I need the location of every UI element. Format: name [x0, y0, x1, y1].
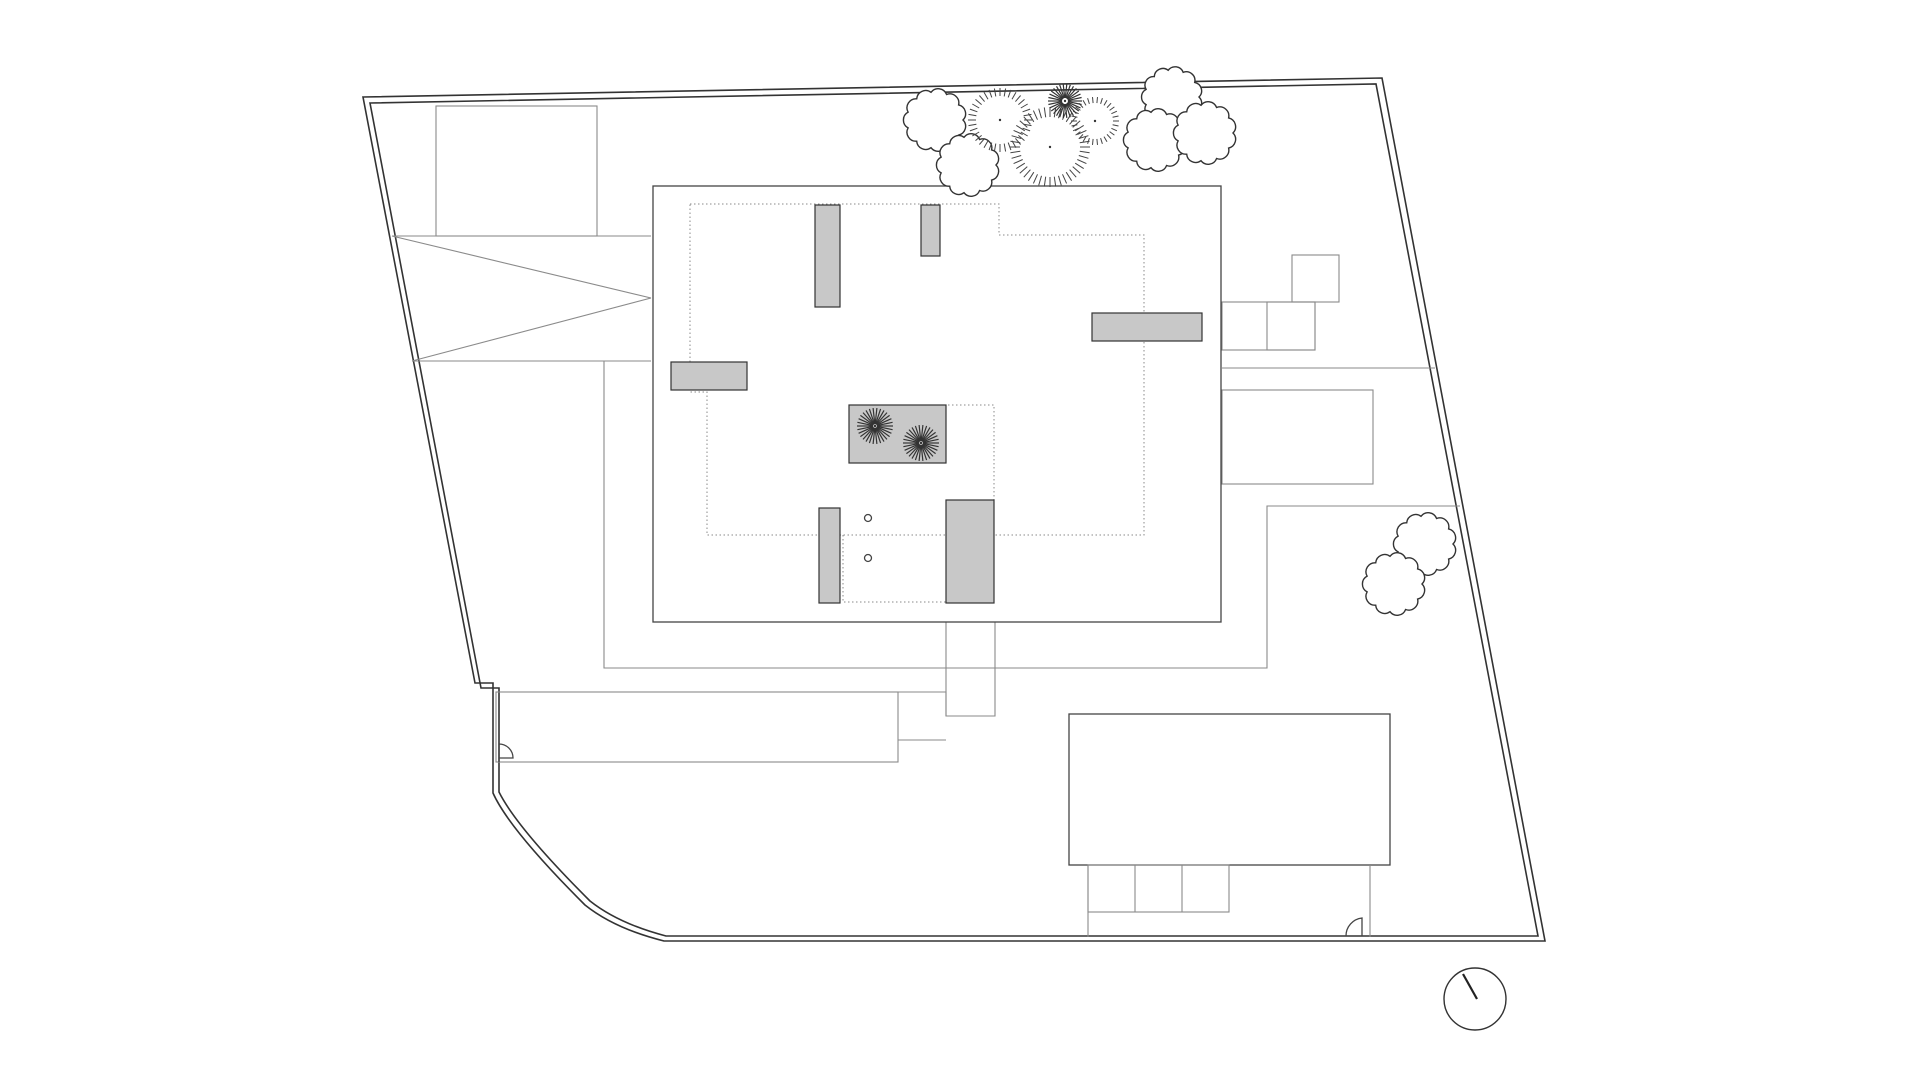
tree-icon — [1172, 101, 1237, 165]
wall-block — [814, 204, 841, 308]
shrub-icon — [968, 88, 1032, 152]
shed-outline — [435, 105, 598, 237]
columns — [863, 513, 873, 563]
terrace-outlines — [495, 254, 1460, 763]
site-boundary — [362, 77, 1546, 942]
tree-icon — [935, 133, 1000, 197]
main-building — [652, 185, 1222, 623]
entry-canopy — [391, 235, 652, 362]
palm-icon — [857, 408, 893, 444]
trees — [902, 66, 1457, 616]
palm-icon — [857, 408, 893, 444]
wall-block — [818, 507, 841, 604]
gate-icon — [1345, 917, 1363, 937]
palm-icon — [903, 425, 939, 461]
courtyard-outline — [689, 203, 1145, 536]
tree-icon — [1122, 108, 1187, 172]
tree-icon — [1361, 552, 1426, 616]
north-arrow-icon — [1443, 967, 1507, 1031]
wall-block — [1091, 312, 1203, 342]
interior-walls — [670, 204, 1203, 604]
garage-building — [1068, 713, 1391, 937]
wall-block — [945, 499, 995, 604]
shrub-icon — [1010, 107, 1090, 187]
wall-block — [920, 204, 941, 257]
wall-block — [670, 361, 748, 391]
shrub-icon — [1071, 97, 1119, 145]
palm-icon — [1048, 84, 1082, 118]
palm-icon — [903, 425, 939, 461]
gate-icon — [498, 743, 514, 762]
